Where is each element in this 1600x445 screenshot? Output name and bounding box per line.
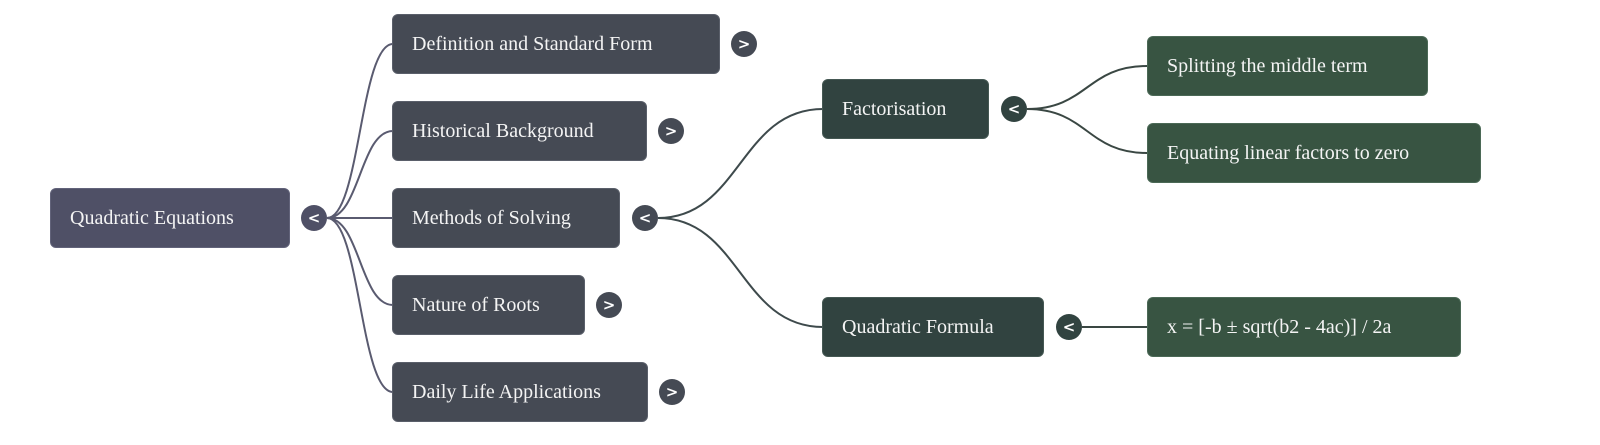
link-methods-formula	[657, 217, 824, 328]
chevron-left-icon: <	[307, 208, 321, 227]
root-node[interactable]: Quadratic Equations	[50, 188, 290, 248]
method-factorisation[interactable]: Factorisation	[822, 79, 989, 139]
expand-toggle-definition[interactable]: >	[731, 31, 757, 57]
chevron-right-icon: >	[664, 121, 678, 140]
branch-definition[interactable]: Definition and Standard Form	[392, 14, 720, 74]
chevron-left-icon: <	[1062, 317, 1076, 336]
chevron-right-icon: >	[665, 382, 679, 401]
leaf-label: Splitting the middle term	[1167, 54, 1368, 77]
leaf-label: Equating linear factors to zero	[1167, 141, 1410, 164]
link-root-applications	[326, 217, 394, 393]
chevron-left-icon: <	[1007, 99, 1021, 118]
chevron-left-icon: <	[638, 208, 652, 227]
branch-label: Definition and Standard Form	[412, 32, 653, 55]
link-factorisation-splitting	[1026, 65, 1148, 110]
root-label: Quadratic Equations	[70, 206, 234, 229]
link-root-roots	[326, 217, 394, 306]
method-label: Quadratic Formula	[842, 315, 994, 338]
branch-label: Daily Life Applications	[412, 380, 601, 403]
branch-history[interactable]: Historical Background	[392, 101, 647, 161]
method-label: Factorisation	[842, 97, 947, 120]
branch-label: Methods of Solving	[412, 206, 571, 229]
method-quadratic-formula[interactable]: Quadratic Formula	[822, 297, 1044, 357]
expand-toggle-applications[interactable]: >	[659, 379, 685, 405]
leaf-formula-expression[interactable]: x = [-b ± sqrt(b2 - 4ac)] / 2a	[1147, 297, 1461, 357]
link-methods-factorisation	[657, 108, 824, 219]
collapse-toggle-root[interactable]: <	[301, 205, 327, 231]
branch-methods[interactable]: Methods of Solving	[392, 188, 620, 248]
branch-applications[interactable]: Daily Life Applications	[392, 362, 648, 422]
collapse-toggle-methods[interactable]: <	[632, 205, 658, 231]
chevron-right-icon: >	[737, 34, 751, 53]
chevron-right-icon: >	[602, 295, 616, 314]
leaf-equating-linear-factors[interactable]: Equating linear factors to zero	[1147, 123, 1481, 183]
leaf-splitting-middle-term[interactable]: Splitting the middle term	[1147, 36, 1428, 96]
expand-toggle-roots[interactable]: >	[596, 292, 622, 318]
branch-label: Nature of Roots	[412, 293, 540, 316]
link-factorisation-equating	[1026, 108, 1148, 154]
collapse-toggle-formula[interactable]: <	[1056, 314, 1082, 340]
leaf-label: x = [-b ± sqrt(b2 - 4ac)] / 2a	[1167, 315, 1392, 338]
branch-roots[interactable]: Nature of Roots	[392, 275, 585, 335]
branch-label: Historical Background	[412, 119, 594, 142]
link-root-definition	[326, 43, 394, 219]
collapse-toggle-factorisation[interactable]: <	[1001, 96, 1027, 122]
expand-toggle-history[interactable]: >	[658, 118, 684, 144]
link-root-history	[326, 130, 394, 219]
